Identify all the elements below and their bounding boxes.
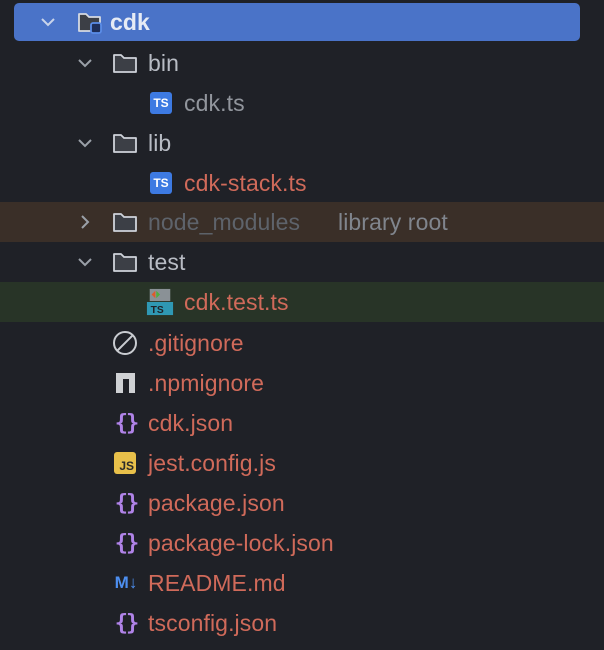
svg-text:TS: TS [151,305,164,316]
npm-icon [111,369,139,397]
tree-item-cdk-test-ts[interactable]: TS cdk.test.ts [0,282,604,322]
tree-item-cdk-stack-ts[interactable]: TS cdk-stack.ts [0,163,604,203]
tree-item-bin[interactable]: bin [0,43,604,83]
folder-icon [111,49,139,77]
markdown-file-icon: M↓ [114,573,138,592]
chevron-right-icon[interactable] [76,213,94,231]
typescript-file-icon: TS [147,169,175,197]
tree-item-cdk-ts[interactable]: TS cdk.ts [0,83,604,123]
tree-item-label: cdk.json [148,409,234,436]
json-file-icon: {} [114,410,139,436]
folder-icon [111,248,139,276]
tree-item-cdk-json[interactable]: {} cdk.json [0,403,604,443]
tree-item-label: bin [148,49,179,76]
chevron-down-icon[interactable] [76,134,94,152]
tree-item-label: test [148,248,186,275]
tree-item-lib[interactable]: lib [0,123,604,163]
tree-item-gitignore[interactable]: .gitignore [0,323,604,363]
tree-item-label: cdk [110,8,150,35]
tree-item-package-json[interactable]: {} package.json [0,483,604,523]
tree-item-label: jest.config.js [148,449,276,476]
tree-item-npmignore[interactable]: .npmignore [0,363,604,403]
tree-item-package-lock-json[interactable]: {} package-lock.json [0,523,604,563]
tree-item-label: cdk.ts [184,89,245,116]
tree-item-test[interactable]: test [0,242,604,282]
tree-item-label: .gitignore [148,329,244,356]
chevron-down-icon[interactable] [39,13,57,31]
module-folder-icon [76,8,104,36]
tree-item-readme-md[interactable]: M↓ README.md [0,563,604,603]
tree-item-cdk[interactable]: cdk [14,3,580,41]
chevron-down-icon[interactable] [76,253,94,271]
json-file-icon: {} [114,490,139,516]
json-file-icon: {} [114,610,139,636]
javascript-file-icon: JS [111,449,139,477]
tree-item-label: cdk-stack.ts [184,169,307,196]
chevron-down-icon[interactable] [76,54,94,72]
tree-item-label: package.json [148,489,285,516]
tree-item-label: node_modules [148,208,301,235]
typescript-file-icon: TS [147,89,175,117]
library-root-hint: library root [338,208,448,235]
tree-item-label: lib [148,129,172,156]
tree-item-label: cdk.test.ts [184,288,289,315]
tree-item-node-modules[interactable]: node_modules library root [0,202,604,242]
typescript-test-file-icon: TS [146,288,174,316]
json-file-icon: {} [114,530,139,556]
tree-item-label: .npmignore [148,369,265,396]
tree-item-tsconfig-json[interactable]: {} tsconfig.json [0,603,604,643]
tree-item-label: tsconfig.json [148,609,278,636]
tree-item-jest-config-js[interactable]: JS jest.config.js [0,443,604,483]
tree-item-label: README.md [148,569,286,596]
folder-icon [111,129,139,157]
tree-item-label: package-lock.json [148,529,334,556]
folder-icon [111,208,139,236]
ignore-file-icon [111,329,139,357]
